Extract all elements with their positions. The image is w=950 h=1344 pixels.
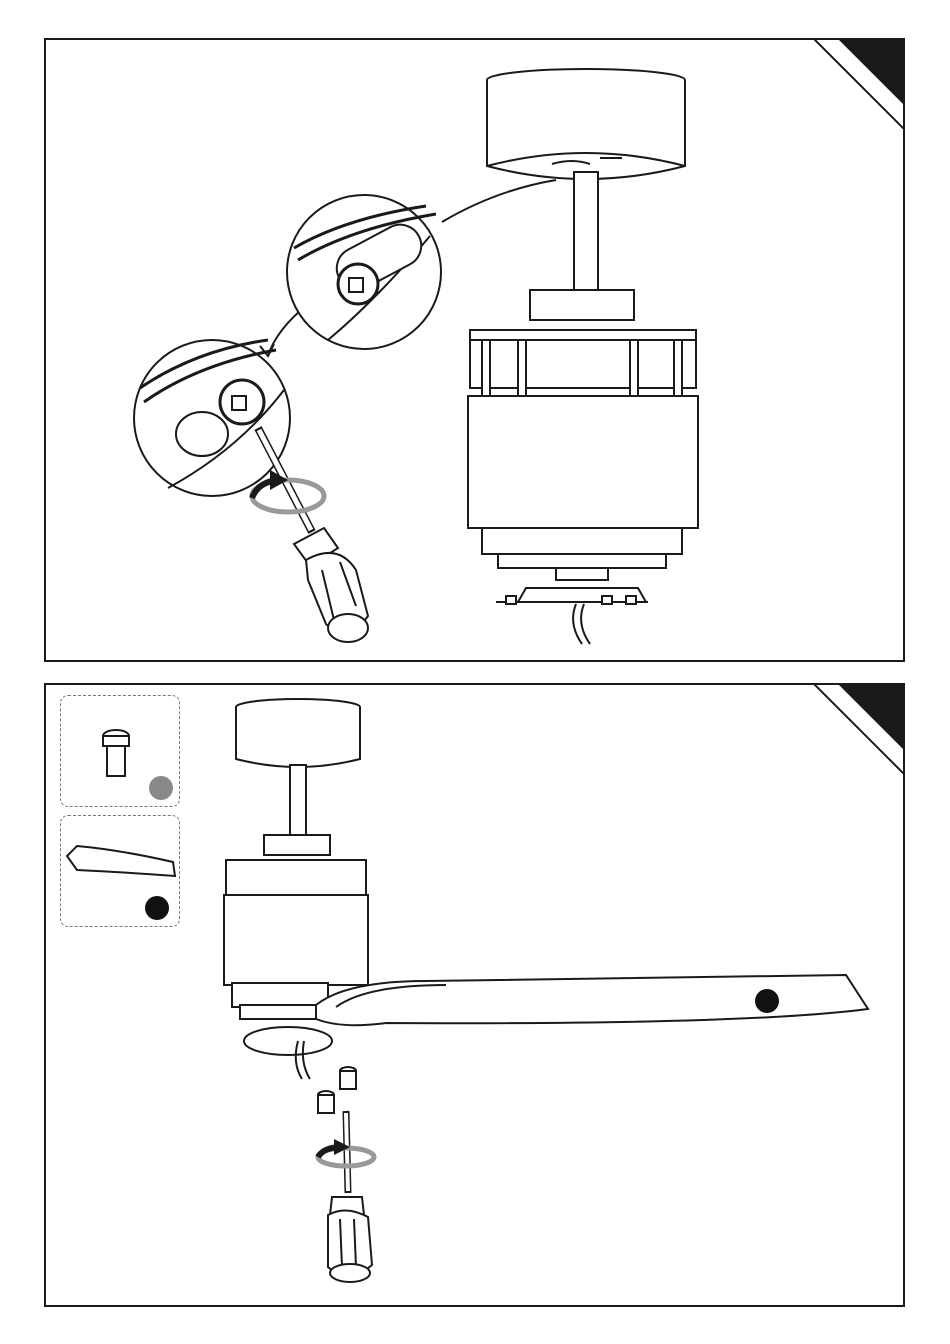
fan-blade-drawing: [316, 975, 868, 1025]
screwdriver-icon: [328, 1111, 372, 1282]
motor-housing-drawing: [468, 290, 698, 580]
callout-leader-line: [442, 180, 556, 222]
canopy-drawing: [487, 69, 685, 179]
downrod-drawing: [574, 172, 598, 290]
canopy-drawing: [236, 699, 360, 767]
magnifier-callout-icon: [134, 340, 290, 496]
mounting-plate-drawing: [496, 588, 648, 644]
blade-part-marker: [755, 989, 779, 1013]
step-panel-2: [44, 683, 905, 1307]
downrod-drawing: [290, 765, 306, 835]
screwdriver-icon: [258, 428, 368, 642]
blade-flange-drawing: [244, 1027, 332, 1055]
canopy-installation-illustration: [46, 40, 905, 662]
step-panel-1: [44, 38, 905, 662]
blade-installation-illustration: [46, 685, 905, 1307]
magnifier-callout-icon: [287, 195, 441, 349]
screw-icon: [318, 1067, 356, 1113]
